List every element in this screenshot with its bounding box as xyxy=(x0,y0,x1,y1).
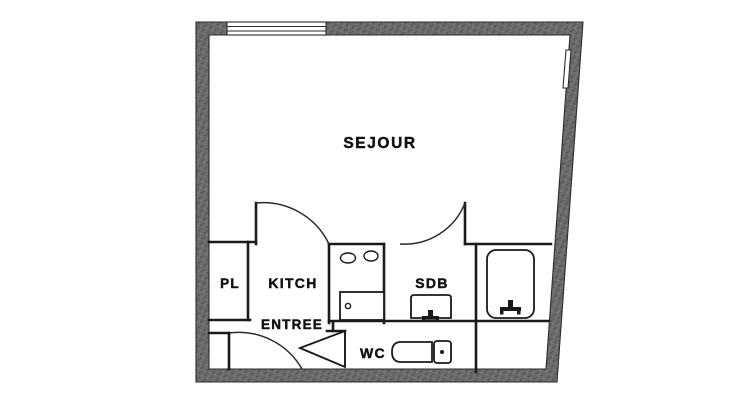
bathtub-tap-right-icon xyxy=(517,311,521,315)
washbasin-tap-left-icon xyxy=(422,319,425,322)
bathtub-faucet-base-icon xyxy=(500,307,521,311)
room-label-wc: WC xyxy=(360,345,386,361)
room-label-pl: PL xyxy=(220,276,240,291)
room-label-sdb: SDB xyxy=(415,275,448,291)
room-label-entree: ENTREE xyxy=(261,317,323,332)
washbasin-icon xyxy=(410,294,452,319)
wc-door-leaf[interactable] xyxy=(297,329,346,369)
bathtub-faucet-stem-icon xyxy=(508,300,513,308)
exterior-wall xyxy=(195,21,584,383)
toilet-bowl-icon xyxy=(391,341,433,363)
right-window-notch xyxy=(562,49,572,89)
stove-burner-left-icon xyxy=(339,252,357,264)
room-label-kitch: KITCH xyxy=(268,275,317,291)
sdb-door-swing-arc[interactable] xyxy=(399,202,466,245)
bathtub-icon xyxy=(486,249,535,319)
washbasin-faucet-stem-icon xyxy=(428,310,433,317)
top-window-opening xyxy=(226,21,327,36)
washbasin-tap-right-icon xyxy=(436,319,439,322)
toilet-flush-button-icon xyxy=(440,350,444,354)
entrance-door-swing-arc[interactable] xyxy=(228,331,303,370)
room-label-sejour: SEJOUR xyxy=(343,135,416,152)
kitchen-door-swing-arc[interactable] xyxy=(255,201,330,245)
stove-burner-right-icon xyxy=(363,250,379,262)
bathtub-tap-left-icon xyxy=(500,311,504,315)
kitchen-sink-drain-icon xyxy=(344,302,352,310)
washbasin-faucet-base-icon xyxy=(422,316,439,320)
